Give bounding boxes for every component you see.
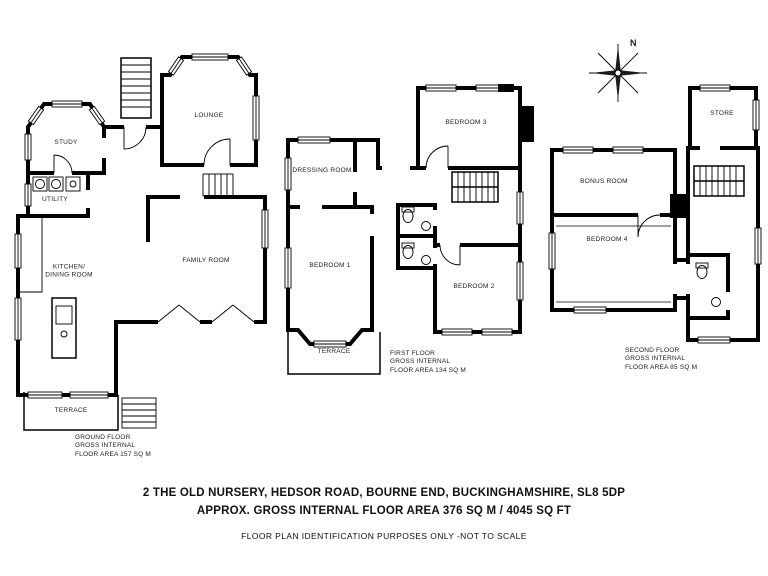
first-floor-windows [284, 84, 524, 348]
second-floor-door-openings [638, 144, 732, 310]
first-floor-area-label: FIRST FLOOR GROSS INTERNAL FLOOR AREA 13… [390, 350, 467, 374]
room-label-bedroom-3: BEDROOM 3 [445, 118, 487, 126]
second-floor-area-label: SECOND FLOOR GROSS INTERNAL FLOOR AREA 8… [625, 347, 698, 371]
room-label-bonus-room: BONUS ROOM [580, 177, 628, 185]
ground-floor-plan [14, 53, 269, 431]
second-floor-doors [637, 214, 661, 238]
ground-floor-walls [16, 55, 267, 397]
compass-north-label: N [630, 38, 637, 48]
room-label-family-room: FAMILY ROOM [182, 256, 230, 264]
ground-floor-doors [53, 126, 255, 323]
room-label-kitchen-dining: KITCHEN/ DINING ROOM [45, 263, 93, 279]
room-label-utility: UTILITY [42, 195, 68, 203]
disclaimer-text: FLOOR PLAN IDENTIFICATION PURPOSES ONLY … [241, 531, 527, 541]
room-label-study: STUDY [54, 138, 78, 146]
ground-floor-windows [14, 53, 269, 399]
room-label-dressing-room: DRESSING ROOM [292, 166, 352, 174]
second-floor-staircase [693, 165, 745, 197]
first-floor-door-openings [300, 164, 460, 264]
ground-floor-staircase [120, 57, 234, 197]
second-floor-windows [548, 84, 762, 344]
room-label-bedroom-2: BEDROOM 2 [453, 282, 495, 290]
total-floor-area: APPROX. GROSS INTERNAL FLOOR AREA 376 SQ… [196, 505, 572, 517]
second-floor-bathroom-fixtures [695, 262, 721, 307]
first-floor-staircase [451, 171, 499, 203]
room-label-ground-terrace: TERRACE [54, 406, 88, 414]
first-floor-bathroom-fixtures [401, 206, 431, 265]
second-floor-ceiling-lines [556, 225, 671, 303]
room-label-lounge: LOUNGE [194, 111, 224, 119]
first-floor-terrace [287, 332, 381, 375]
first-floor-doors [425, 145, 461, 266]
room-label-first-terrace: TERRACE [317, 347, 351, 355]
second-floor-chimney [670, 194, 688, 218]
room-label-bedroom-1: BEDROOM 1 [309, 261, 351, 269]
first-floor-plan [284, 84, 534, 375]
second-floor-plan [548, 84, 762, 344]
ground-floor-terrace [23, 392, 157, 431]
property-address: 2 THE OLD NURSERY, HEDSOR ROAD, BOURNE E… [142, 487, 626, 499]
ground-floor-door-openings [54, 123, 254, 326]
room-label-bedroom-4: BEDROOM 4 [586, 235, 628, 243]
ground-floor-area-label: GROUND FLOOR GROSS INTERNAL FLOOR AREA 1… [75, 434, 152, 458]
kitchen-island [18, 216, 77, 359]
first-floor-chimney [498, 84, 534, 142]
utility-appliances [32, 176, 81, 192]
compass-rose [589, 44, 647, 102]
room-label-store: STORE [710, 109, 734, 117]
